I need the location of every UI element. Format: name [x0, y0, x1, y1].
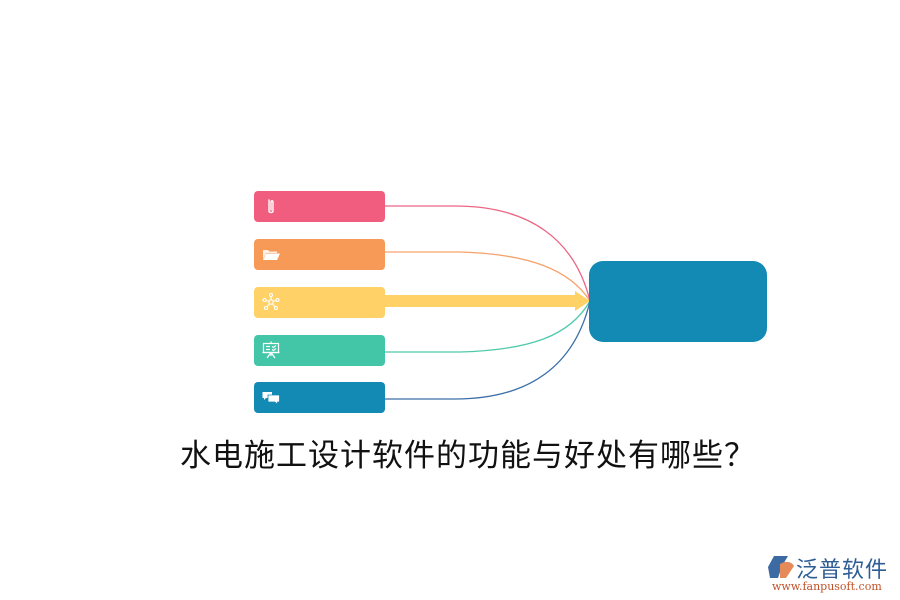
- chat-bubbles-icon: [262, 392, 280, 406]
- node-5[interactable]: [254, 382, 385, 413]
- brand-url: www.fanpusoft.com: [772, 580, 882, 593]
- connector-line-5: [385, 300, 591, 400]
- brand-name: 泛普软件: [796, 558, 889, 583]
- node-1[interactable]: [254, 191, 385, 222]
- connector-line-4: [385, 300, 591, 353]
- node-2[interactable]: [254, 239, 385, 270]
- folder-open-icon: [263, 250, 280, 260]
- network-icon: [262, 292, 280, 311]
- connector-line-1: [385, 205, 591, 302]
- paperclip-icon: [268, 199, 274, 214]
- brand-watermark: 泛普软件 www.fanpusoft.com: [768, 552, 898, 597]
- node-4[interactable]: [254, 335, 385, 366]
- highlight-arrow: [384, 291, 590, 311]
- connector-line-2: [385, 251, 591, 302]
- node-3[interactable]: [254, 287, 385, 318]
- presentation-board-icon: [262, 341, 280, 359]
- central-hub-node[interactable]: [589, 261, 767, 342]
- page-title: 水电施工设计软件的功能与好处有哪些？: [180, 438, 756, 474]
- fanpu-logo-icon: [768, 556, 794, 578]
